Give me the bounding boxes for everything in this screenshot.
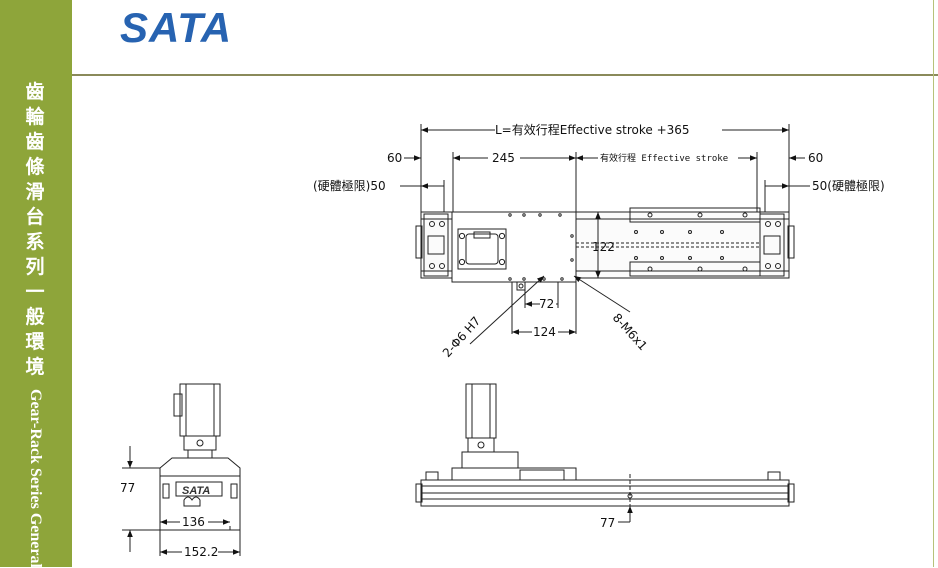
label-pin-holes: 2-Φ6 H7 xyxy=(440,314,484,360)
dim-carriage-offset: 245 xyxy=(492,151,515,165)
sidebar-char: 般 xyxy=(25,306,45,328)
dim-end-height: 77 xyxy=(120,481,135,495)
sidebar-char: 台 xyxy=(25,206,45,228)
dim-72: 72 xyxy=(539,297,554,311)
sidebar-char: 輪 xyxy=(25,106,45,128)
end-plate-logo: SATA xyxy=(182,485,210,497)
sidebar-char: 齒 xyxy=(25,81,45,103)
sidebar-band: 齒 輪 齒 條 滑 台 系 列 一 般 環 境 Gear-Rack Series… xyxy=(0,0,72,568)
dim-limit-left: (硬體極限)50 xyxy=(313,178,386,193)
sidebar-char: 環 xyxy=(25,331,45,353)
sidebar-char: 列 xyxy=(25,256,45,278)
dim-limit-right: 50(硬體極限) xyxy=(812,178,885,193)
label-screw-holes: 8-M6x1 xyxy=(610,311,650,354)
dim-right-margin: 60 xyxy=(808,151,823,165)
sidebar-char: 齒 xyxy=(25,131,45,153)
sata-logo: SATA xyxy=(120,4,233,51)
dim-122: 122 xyxy=(592,240,615,254)
sidebar-char: 條 xyxy=(25,156,45,178)
end-view-drawing xyxy=(122,383,241,556)
dim-effective-stroke: 有效行程 Effective stroke xyxy=(600,152,728,164)
sidebar-char: 一 xyxy=(25,281,45,303)
sidebar-char: 境 xyxy=(25,356,45,378)
dim-left-margin: 60 xyxy=(387,151,402,165)
dim-total-length: L=有效行程Effective stroke +365 xyxy=(495,122,690,137)
top-view-drawing xyxy=(400,124,810,345)
dim-end-width-inner: 136 xyxy=(182,515,205,529)
sidebar-title-cn: 齒 輪 齒 條 滑 台 系 列 一 般 環 境 xyxy=(22,80,48,380)
dim-124: 124 xyxy=(533,325,556,339)
side-view-drawing xyxy=(415,383,795,523)
header-divider xyxy=(72,74,938,76)
dim-side-height: 77 xyxy=(600,516,615,530)
page-edge-line xyxy=(933,0,934,567)
sidebar-char: 滑 xyxy=(25,181,45,203)
dim-end-width-outer: 152.2 xyxy=(184,545,218,559)
sidebar-char: 系 xyxy=(25,231,45,253)
